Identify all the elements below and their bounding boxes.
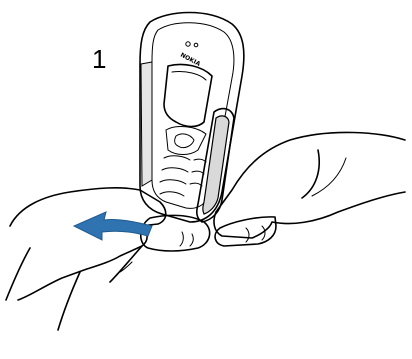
right-hand (214, 132, 405, 246)
left-hand (6, 188, 210, 330)
phone: NOKIA (140, 13, 244, 223)
step-number: 1 (92, 44, 106, 75)
